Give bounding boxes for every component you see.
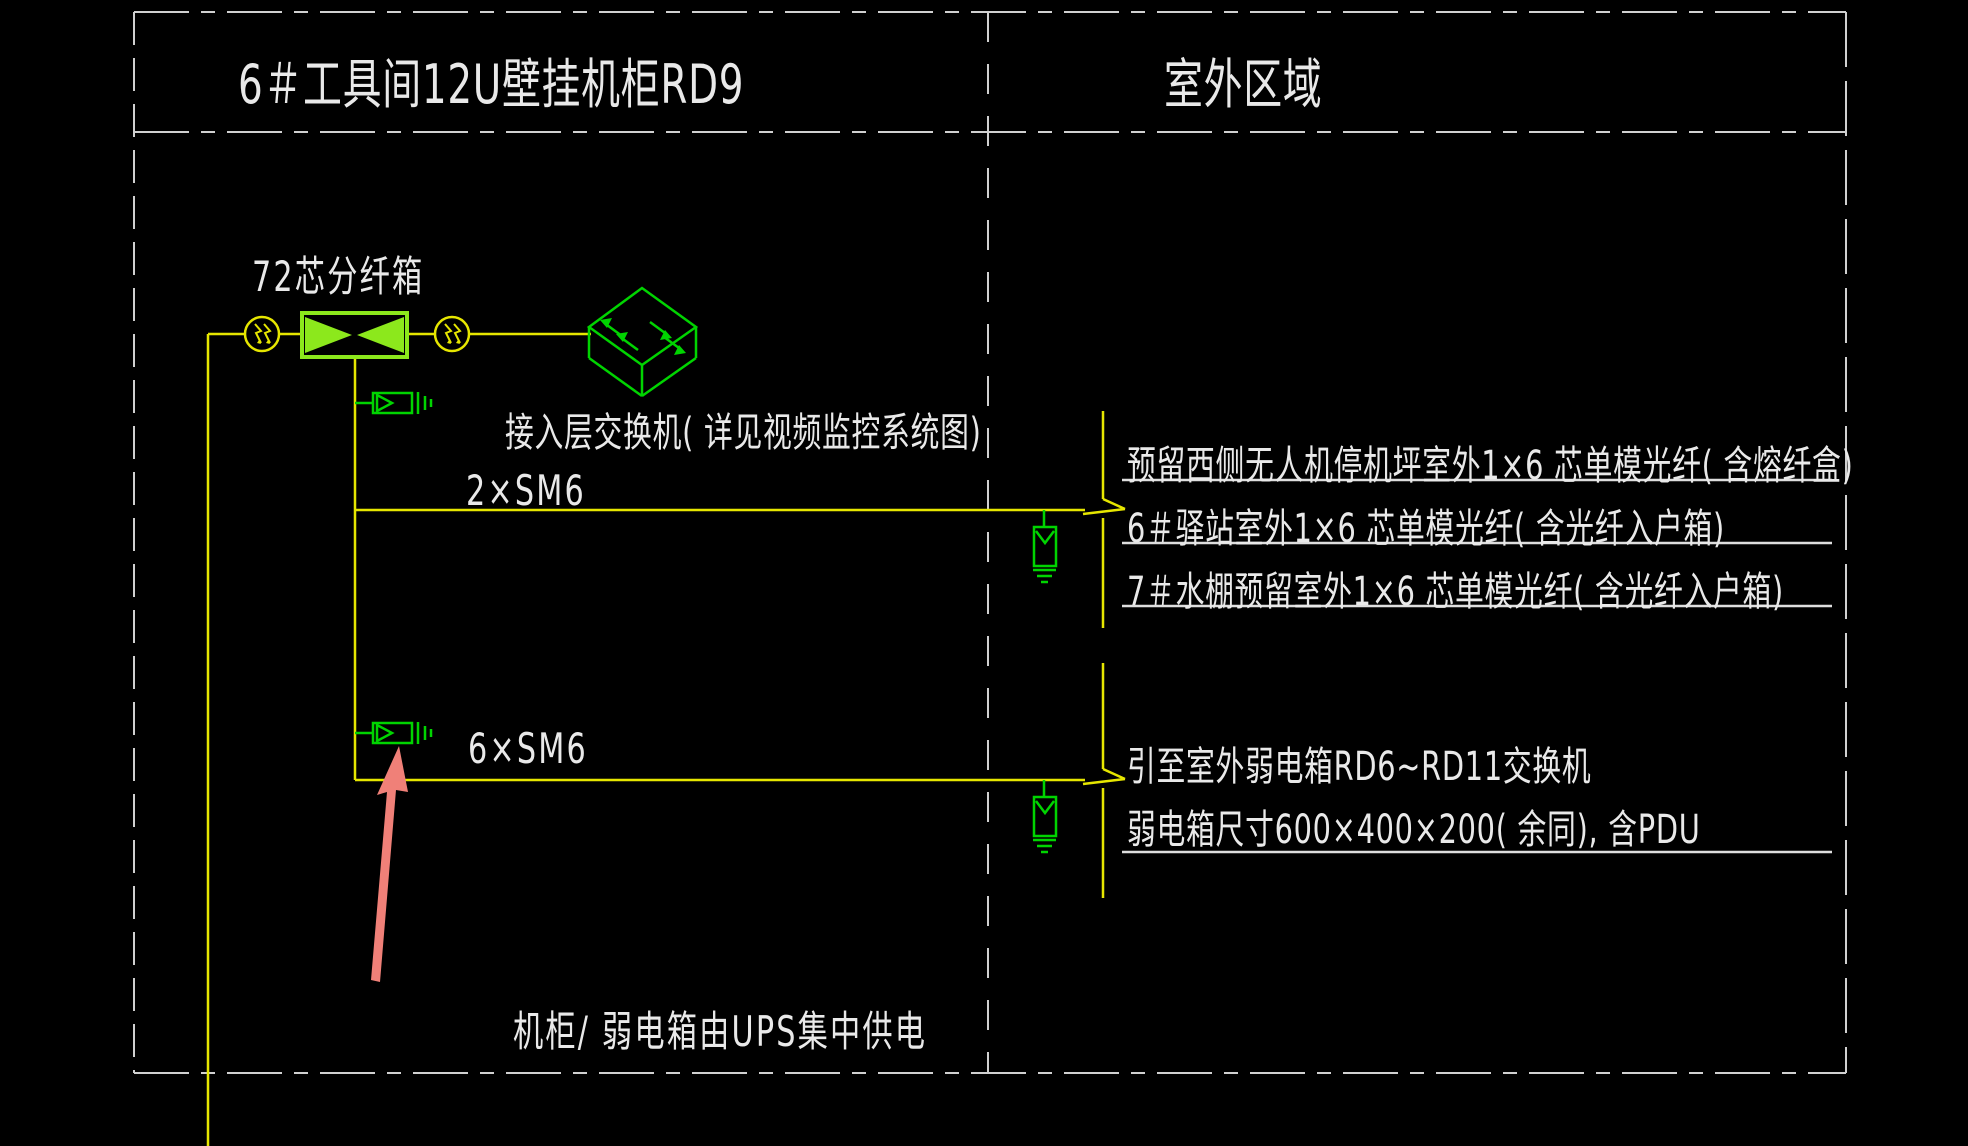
fiber-cabling-lines xyxy=(206,332,1126,1146)
outdoor-line-shed7: 7＃水棚预留室外1×6 芯单模光纤( 含光纤入户箱) xyxy=(1127,569,1785,615)
fiber-splitter-bowtie-icon xyxy=(300,311,409,359)
fiber-connector-icon xyxy=(371,721,433,745)
switch-3d-icon xyxy=(586,286,699,398)
branch-bottom-label: 6×SM6 xyxy=(468,724,588,773)
weak-box-size-note: 弱电箱尺寸600×400×200( 余同), 含PDU xyxy=(1127,807,1701,853)
fiber-connector-icon xyxy=(371,391,433,415)
access-switch-note: 接入层交换机( 详见视频监控系统图) xyxy=(505,410,982,456)
right-zone-title: 室外区域 xyxy=(1164,53,1323,116)
branch-top-label: 2×SM6 xyxy=(466,466,586,515)
splice-circle-icon xyxy=(433,315,471,353)
outdoor-line-station6: 6＃驿站室外1×6 芯单模光纤( 含光纤入户箱) xyxy=(1127,506,1725,552)
drawing-border xyxy=(133,11,1847,1074)
outdoor-line-drone-pad: 预留西侧无人机停机坪室外1×6 芯单模光纤( 含熔纤盒) xyxy=(1127,443,1854,489)
splice-circle-icon xyxy=(243,315,281,353)
ups-power-note: 机柜/ 弱电箱由UPS集中供电 xyxy=(513,1007,928,1056)
terminal-box-ground-icon xyxy=(1032,780,1058,854)
outdoor-weak-box-route-note: 引至室外弱电箱RD6~RD11交换机 xyxy=(1127,744,1592,790)
label-underlines xyxy=(1122,478,1832,854)
fiber-distribution-box-label: 72芯分纤箱 xyxy=(252,252,425,301)
left-zone-title: 6＃工具间12U壁挂机柜RD9 xyxy=(238,53,745,116)
red-annotation-arrow xyxy=(371,746,408,982)
terminal-box-ground-icon xyxy=(1032,510,1058,584)
